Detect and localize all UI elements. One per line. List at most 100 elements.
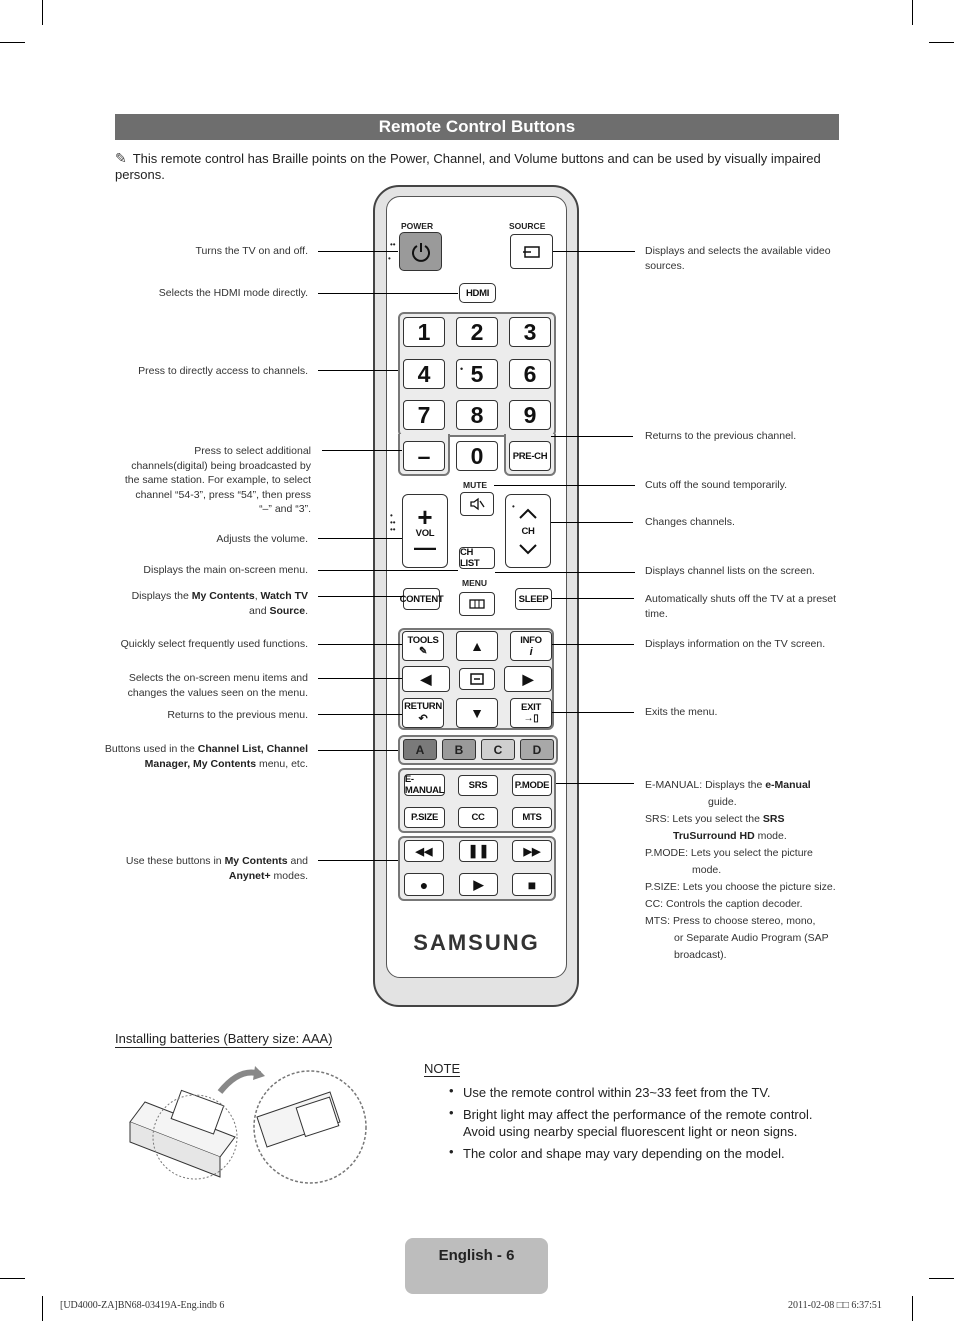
braille-dot: • xyxy=(460,364,464,374)
footer-file: [UD4000-ZA]BN68-03419A-Eng.indb 6 xyxy=(60,1300,225,1311)
exit-button[interactable]: EXIT→▯ xyxy=(510,698,552,728)
info-label: INFO xyxy=(520,634,542,646)
psize-desc: P.SIZE: Lets you choose the picture size… xyxy=(645,879,845,896)
pmode-desc: P.MODE: Lets you select the picture xyxy=(645,845,845,862)
srs-trusurround: TruSurround HD xyxy=(673,830,755,842)
record-button[interactable]: ● xyxy=(404,873,444,896)
menu-button[interactable] xyxy=(459,592,495,616)
batteries-title: Installing batteries (Battery size: AAA) xyxy=(115,1031,333,1048)
crop-mark xyxy=(42,0,43,25)
stop-button[interactable]: ■ xyxy=(512,873,552,896)
prech-button[interactable]: PRE-CH xyxy=(509,441,551,471)
volume-down-icon: — xyxy=(414,534,436,560)
crop-mark xyxy=(912,0,913,25)
cc-button[interactable]: CC xyxy=(458,807,498,828)
intro-text: This remote control has Braille points o… xyxy=(115,151,821,182)
rewind-button[interactable]: ◀◀ xyxy=(404,840,444,862)
source-icon xyxy=(522,245,540,258)
crop-mark xyxy=(42,1296,43,1321)
tools-desc: Quickly select frequently used functions… xyxy=(120,638,308,650)
enter-button[interactable] xyxy=(459,668,495,690)
power-button[interactable] xyxy=(399,232,442,271)
digit-1-button[interactable]: 1 xyxy=(403,317,445,347)
left-arrow-button[interactable]: ◀ xyxy=(402,666,450,692)
leader-line xyxy=(318,251,398,252)
channel-rocker[interactable]: CH xyxy=(505,494,551,568)
leader-line xyxy=(318,293,458,294)
mts-text: : Press to choose stereo, mono, xyxy=(667,915,816,927)
up-arrow-icon: ▲ xyxy=(470,638,484,654)
digit-0-button[interactable]: 0 xyxy=(456,441,498,471)
cc-text: : Controls the caption decoder. xyxy=(660,898,803,910)
mute-button[interactable] xyxy=(460,492,494,516)
abcd-desc-bold: Channel List, Channel Manager, My Conten… xyxy=(144,743,308,770)
digit-9-button[interactable]: 9 xyxy=(509,400,551,430)
leader-line xyxy=(318,538,402,539)
emanual-desc-cont: guide. xyxy=(708,796,737,808)
mts-key: MTS xyxy=(645,915,668,927)
fast-forward-button[interactable]: ▶▶ xyxy=(512,840,552,862)
rewind-icon: ◀◀ xyxy=(415,845,433,858)
hdmi-button[interactable]: HDMI xyxy=(459,283,496,303)
braille-dots: • xyxy=(388,254,391,263)
channel-down-icon xyxy=(519,543,537,554)
c-button[interactable]: C xyxy=(481,739,515,760)
srs-key: SRS xyxy=(645,813,667,825)
digit-4-button[interactable]: 4 xyxy=(403,359,445,389)
note-title: NOTE xyxy=(424,1061,461,1077)
leader-line xyxy=(552,712,634,713)
emanual-button[interactable]: E-MANUAL xyxy=(404,774,445,796)
return-label: RETURN xyxy=(404,701,442,712)
leader-line xyxy=(318,860,398,861)
psize-button[interactable]: P.SIZE xyxy=(404,807,445,828)
right-arrow-icon: ▶ xyxy=(522,670,534,687)
source-button[interactable] xyxy=(510,234,553,269)
digit-3-button[interactable]: 3 xyxy=(509,317,551,347)
emanual-bold: e-Manual xyxy=(765,779,811,791)
down-arrow-button[interactable]: ▼ xyxy=(456,698,498,728)
leader-line xyxy=(551,522,633,523)
srs-mode: mode. xyxy=(754,830,787,842)
sleep-button[interactable]: SLEEP xyxy=(515,588,552,610)
menu-icon xyxy=(469,599,485,609)
mts-button[interactable]: MTS xyxy=(512,807,552,828)
pmode-desc-cont: mode. xyxy=(692,864,722,876)
a-button[interactable]: A xyxy=(403,739,437,760)
tools-button[interactable]: TOOLS✎ xyxy=(402,631,444,661)
play-button[interactable]: ▶ xyxy=(459,873,498,896)
mts-desc-cont: or Separate Audio Program (SAP xyxy=(674,932,829,944)
volume-desc: Adjusts the volume. xyxy=(216,533,308,545)
tools-label: TOOLS xyxy=(407,635,439,646)
srs-button[interactable]: SRS xyxy=(458,775,498,796)
source-label: SOURCE xyxy=(509,221,546,231)
pmode-button[interactable]: P.MODE xyxy=(512,774,552,796)
leader-line xyxy=(553,251,635,252)
right-arrow-button[interactable]: ▶ xyxy=(504,666,552,692)
return-button[interactable]: RETURN↶ xyxy=(402,698,444,728)
digit-6-button[interactable]: 6 xyxy=(509,359,551,389)
channel-label: CH xyxy=(521,525,535,537)
digit-2-button[interactable]: 2 xyxy=(456,317,498,347)
up-arrow-button[interactable]: ▲ xyxy=(456,631,498,661)
digit-5-button[interactable]: 5 xyxy=(456,359,498,389)
pencil-icon: ✎ xyxy=(115,150,127,166)
exit-desc: Exits the menu. xyxy=(645,706,718,718)
pause-button[interactable]: ❚❚ xyxy=(459,840,498,862)
d-button[interactable]: D xyxy=(520,739,554,760)
dash-button[interactable]: – xyxy=(403,441,445,471)
emanual-desc: E-MANUAL: Displays the e-Manual xyxy=(645,777,845,794)
pmode-key: P.MODE xyxy=(645,847,686,859)
volume-rocker[interactable]: + VOL — xyxy=(402,494,448,568)
function-desc: E-MANUAL: Displays the e-Manual guide. S… xyxy=(645,777,845,964)
leader-line xyxy=(551,436,633,437)
b-button[interactable]: B xyxy=(442,739,476,760)
digit-8-button[interactable]: 8 xyxy=(456,400,498,430)
digit-7-button[interactable]: 7 xyxy=(403,400,445,430)
chlist-button[interactable]: CH LIST xyxy=(459,547,495,569)
content-button[interactable]: CONTENT xyxy=(400,588,444,610)
samsung-logo: SAMSUNG xyxy=(413,930,540,955)
power-icon xyxy=(411,242,430,262)
leader-line xyxy=(552,598,634,599)
footer-timestamp: 2011-02-08 □□ 6:37:51 xyxy=(788,1300,882,1311)
